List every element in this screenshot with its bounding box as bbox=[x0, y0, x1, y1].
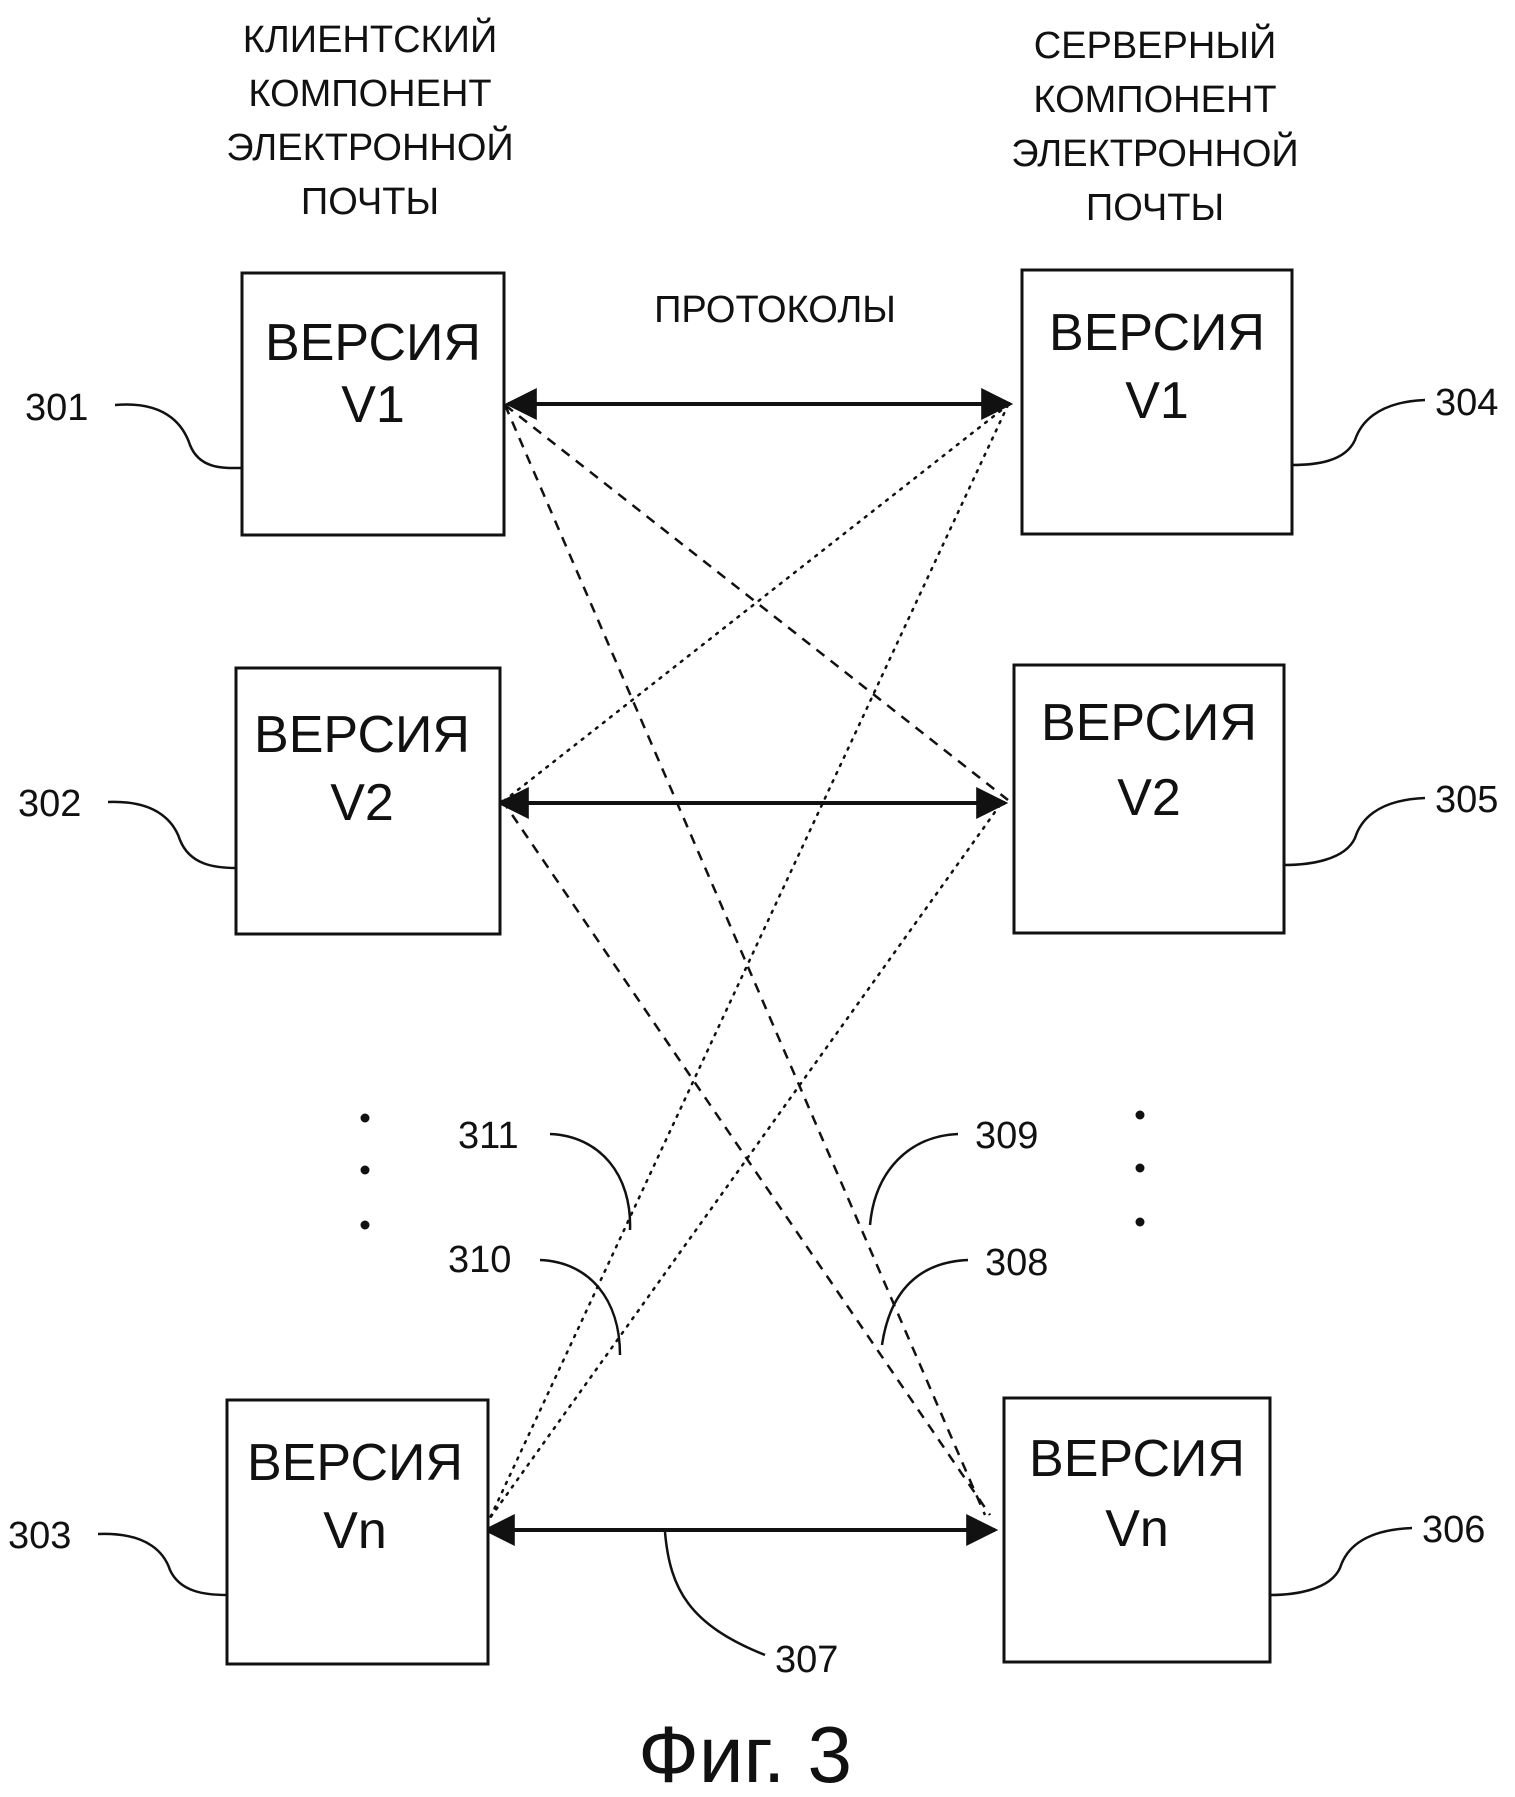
connection-reference-labels: 307 308 309 310 311 bbox=[448, 1115, 1048, 1681]
box-version: V1 bbox=[1125, 372, 1189, 430]
ref-label-302: 302 bbox=[18, 783, 81, 825]
server-header-line: СЕРВЕРНЫЙ bbox=[1034, 22, 1277, 67]
box-version: V2 bbox=[1117, 769, 1181, 827]
client-header-line: КЛИЕНТСКИЙ bbox=[243, 16, 498, 61]
box-reference-labels: 301 302 303 304 305 306 bbox=[8, 382, 1498, 1597]
box-version: V1 bbox=[341, 376, 405, 434]
leader-310 bbox=[539, 1258, 622, 1356]
ref-label-308: 308 bbox=[985, 1242, 1048, 1284]
ref-label-310: 310 bbox=[448, 1239, 511, 1281]
leader-309 bbox=[868, 1132, 959, 1226]
client-header-line: КОМПОНЕНТ bbox=[248, 73, 491, 115]
box-title: ВЕРСИЯ bbox=[265, 314, 481, 372]
ref-label-307: 307 bbox=[775, 1639, 838, 1681]
dotted-link-s1-c2 bbox=[503, 403, 1010, 802]
ref-label-303: 303 bbox=[8, 1515, 71, 1557]
dashed-link-v2-vn bbox=[500, 799, 992, 1516]
server-header-line: ПОЧТЫ bbox=[1086, 187, 1224, 229]
client-box-v2: ВЕРСИЯ V2 bbox=[234, 666, 502, 936]
ref-label-301: 301 bbox=[25, 387, 88, 429]
ellipsis-server bbox=[1135, 1110, 1145, 1227]
leader-305 bbox=[1283, 796, 1426, 867]
leader-302 bbox=[107, 800, 237, 870]
dotted-connections bbox=[488, 403, 1010, 1520]
box-title: ВЕРСИЯ bbox=[1049, 304, 1265, 362]
leader-307 bbox=[663, 1531, 766, 1657]
client-header-line: ПОЧТЫ bbox=[301, 181, 439, 223]
ellipsis-client bbox=[360, 1113, 370, 1230]
dotted-link-s2-cn bbox=[488, 803, 1002, 1520]
box-version: Vn bbox=[1105, 1500, 1169, 1558]
server-box-vn: ВЕРСИЯ Vn bbox=[1002, 1396, 1272, 1664]
figure-caption: Фиг. 3 bbox=[638, 1710, 852, 1797]
leader-306 bbox=[1269, 1526, 1413, 1597]
dashed-link-v1-vn bbox=[503, 404, 987, 1516]
ref-label-309: 309 bbox=[975, 1115, 1038, 1157]
leader-311 bbox=[549, 1132, 632, 1231]
box-version: V2 bbox=[330, 774, 394, 832]
leader-303 bbox=[97, 1532, 228, 1597]
box-title: ВЕРСИЯ bbox=[254, 706, 470, 764]
client-box-v1: ВЕРСИЯ V1 bbox=[240, 271, 506, 537]
ref-label-304: 304 bbox=[1435, 382, 1498, 424]
server-header-line: ЭЛЕКТРОННОЙ bbox=[1011, 130, 1299, 175]
server-header: СЕРВЕРНЫЙ КОМПОНЕНТ ЭЛЕКТРОННОЙ ПОЧТЫ bbox=[1011, 22, 1299, 229]
dashed-link-v1-v2 bbox=[504, 404, 1009, 801]
leader-304 bbox=[1291, 398, 1426, 467]
client-header-line: ЭЛЕКТРОННОЙ bbox=[226, 124, 514, 169]
server-box-v1: ВЕРСИЯ V1 bbox=[1020, 268, 1294, 536]
server-header-line: КОМПОНЕНТ bbox=[1033, 79, 1276, 121]
box-title: ВЕРСИЯ bbox=[247, 1434, 463, 1492]
dashed-connections bbox=[500, 404, 1009, 1516]
ref-label-306: 306 bbox=[1422, 1509, 1485, 1551]
box-title: ВЕРСИЯ bbox=[1029, 1430, 1245, 1488]
ref-label-311: 311 bbox=[458, 1115, 519, 1157]
protocols-label: ПРОТОКОЛЫ bbox=[654, 289, 896, 331]
client-header: КЛИЕНТСКИЙ КОМПОНЕНТ ЭЛЕКТРОННОЙ ПОЧТЫ bbox=[226, 16, 514, 223]
ref-label-305: 305 bbox=[1435, 779, 1498, 821]
solid-connections bbox=[482, 388, 1014, 1546]
leader-301 bbox=[114, 403, 243, 470]
client-box-vn: ВЕРСИЯ Vn bbox=[225, 1398, 490, 1666]
box-version: Vn bbox=[323, 1502, 387, 1560]
leader-308 bbox=[880, 1258, 969, 1346]
dotted-link-s1-cn bbox=[488, 403, 1010, 1520]
box-title: ВЕРСИЯ bbox=[1041, 694, 1257, 752]
server-box-v2: ВЕРСИЯ V2 bbox=[1012, 663, 1286, 935]
